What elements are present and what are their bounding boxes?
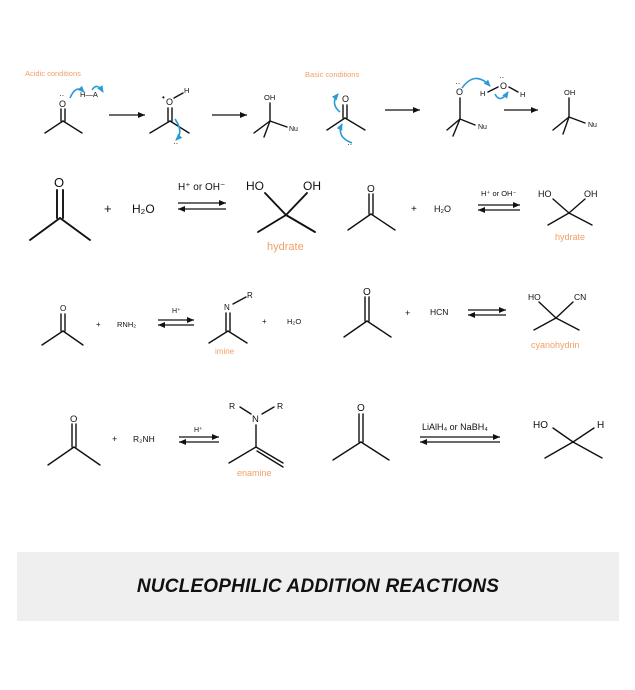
reaction-scheme: Acidic conditions Basic conditions O ·· … (25, 69, 604, 478)
cyanohydrin-ho: HO (528, 292, 541, 302)
mech-product-basic: OH Nu (552, 88, 597, 135)
mechanism-row: Acidic conditions Basic conditions O ·· … (25, 69, 597, 149)
imine-r: R (247, 291, 253, 300)
svg-text:··: ·· (59, 91, 64, 100)
hydrate-small-label: hydrate (555, 232, 585, 242)
imine-reaction: O + RNH₂ H⁺ N R + H₂O imine (41, 291, 301, 356)
mech-nu-2: Nu (478, 124, 487, 131)
acidic-conditions-label: Acidic conditions (25, 69, 81, 78)
svg-text:··: ·· (499, 73, 504, 82)
hydrate-small-catalyst: H⁺ or OH⁻ (481, 189, 516, 198)
mech-water-o: O (500, 81, 507, 91)
mech-alkoxide: O ·· Nu H O ·· H (446, 73, 525, 137)
mech-water-h1: H (480, 89, 485, 98)
mech-water-h2: H (520, 90, 525, 99)
mech-acid-ha: H—A (80, 90, 98, 99)
mech-ketone-basic: O ·· (326, 93, 366, 149)
mech-carbonyl-o-2: O (342, 94, 349, 104)
mech-nu-3: Nu (588, 122, 597, 129)
curly-arrow-1 (69, 85, 85, 99)
curly-arrow-3 (174, 118, 183, 141)
enamine-carbonyl-o: O (70, 414, 77, 425)
mech-alkoxide-o: O (456, 87, 463, 97)
svg-text:··: ·· (173, 139, 178, 148)
mech-product-acidic: OH Nu (253, 93, 298, 138)
mech-oxonium-o: O (166, 97, 173, 107)
mech-oh-2: OH (564, 88, 575, 97)
imine-reagent: RNH₂ (117, 320, 136, 329)
mech-protonated-carbonyl: O • H ·· (149, 86, 190, 148)
hydrate-small-water: H₂O (434, 204, 451, 214)
curly-arrow-2 (91, 85, 104, 93)
cyanohydrin-plus: + (405, 308, 410, 318)
hydrate-small-oh: OH (584, 189, 598, 199)
hydrate-large-catalyst: H⁺ or OH⁻ (178, 182, 225, 193)
enamine-n: N (252, 414, 259, 425)
reduction-reaction: O LiAlH₄ or NaBH₄ HO H (332, 403, 604, 461)
svg-text:··: ·· (347, 140, 352, 149)
hydrate-small-ho: HO (538, 189, 552, 199)
imine-catalyst: H⁺ (172, 307, 181, 315)
cyanohydrin-cn: CN (574, 292, 586, 302)
enamine-r2: R (277, 401, 283, 411)
hydrate-large-plus: + (104, 201, 112, 216)
hydrate-large-carbonyl-o: O (54, 175, 64, 190)
imine-n: N (224, 303, 230, 312)
curly-arrow-6 (461, 77, 491, 89)
mech-oxonium-h: H (184, 86, 189, 95)
imine-byproduct: H₂O (287, 317, 301, 326)
hydrate-small-reaction: O + H₂O H⁺ or OH⁻ HO OH hydrate (347, 184, 598, 242)
enamine-label: enamine (237, 468, 272, 478)
curly-arrow-5 (336, 123, 353, 144)
hydrate-large-reaction: O + H₂O H⁺ or OH⁻ HO OH hydrate (29, 175, 321, 253)
mech-carbonyl-o-1: O (59, 99, 66, 109)
hydrate-large-water: H₂O (132, 202, 155, 216)
cyanohydrin-label: cyanohydrin (531, 340, 580, 350)
hydrate-small-carbonyl-o: O (367, 184, 375, 195)
enamine-reagent: R₂NH (133, 434, 155, 444)
curly-arrow-7 (494, 91, 509, 100)
mech-nu-1: Nu (289, 126, 298, 133)
reduction-ho: HO (533, 420, 548, 431)
cyanohydrin-reaction: O + HCN HO CN cyanohydrin (343, 287, 586, 350)
enamine-r1: R (229, 401, 235, 411)
enamine-reaction: O + R₂NH H⁺ N R R enamine (47, 401, 284, 478)
hydrate-large-oh: OH (303, 179, 321, 193)
svg-text:•: • (162, 93, 165, 102)
imine-label: imine (215, 347, 235, 356)
imine-plus: + (96, 320, 101, 329)
reduction-carbonyl-o: O (357, 403, 365, 414)
cyanohydrin-carbonyl-o: O (363, 287, 371, 298)
imine-plus-2: + (262, 317, 267, 326)
hydrate-small-plus: + (411, 204, 417, 215)
page-title: NUCLEOPHILIC ADDITION REACTIONS (136, 575, 500, 597)
title-banner: NUCLEOPHILIC ADDITION REACTIONS (17, 552, 619, 621)
hydrate-large-label: hydrate (267, 241, 304, 253)
enamine-plus: + (112, 434, 117, 444)
curly-arrow-4 (331, 93, 341, 113)
enamine-catalyst: H⁺ (194, 426, 203, 434)
cyanohydrin-reagent: HCN (430, 307, 448, 317)
reduction-reagent: LiAlH₄ or NaBH₄ (422, 422, 488, 432)
mech-oh-1: OH (264, 93, 275, 102)
hydrate-large-ho: HO (246, 179, 264, 193)
imine-carbonyl-o: O (60, 304, 66, 313)
reduction-h: H (597, 420, 604, 431)
mech-ketone-acidic: O ·· H—A (44, 85, 104, 134)
basic-conditions-label: Basic conditions (305, 70, 359, 79)
svg-text:··: ·· (455, 79, 460, 88)
